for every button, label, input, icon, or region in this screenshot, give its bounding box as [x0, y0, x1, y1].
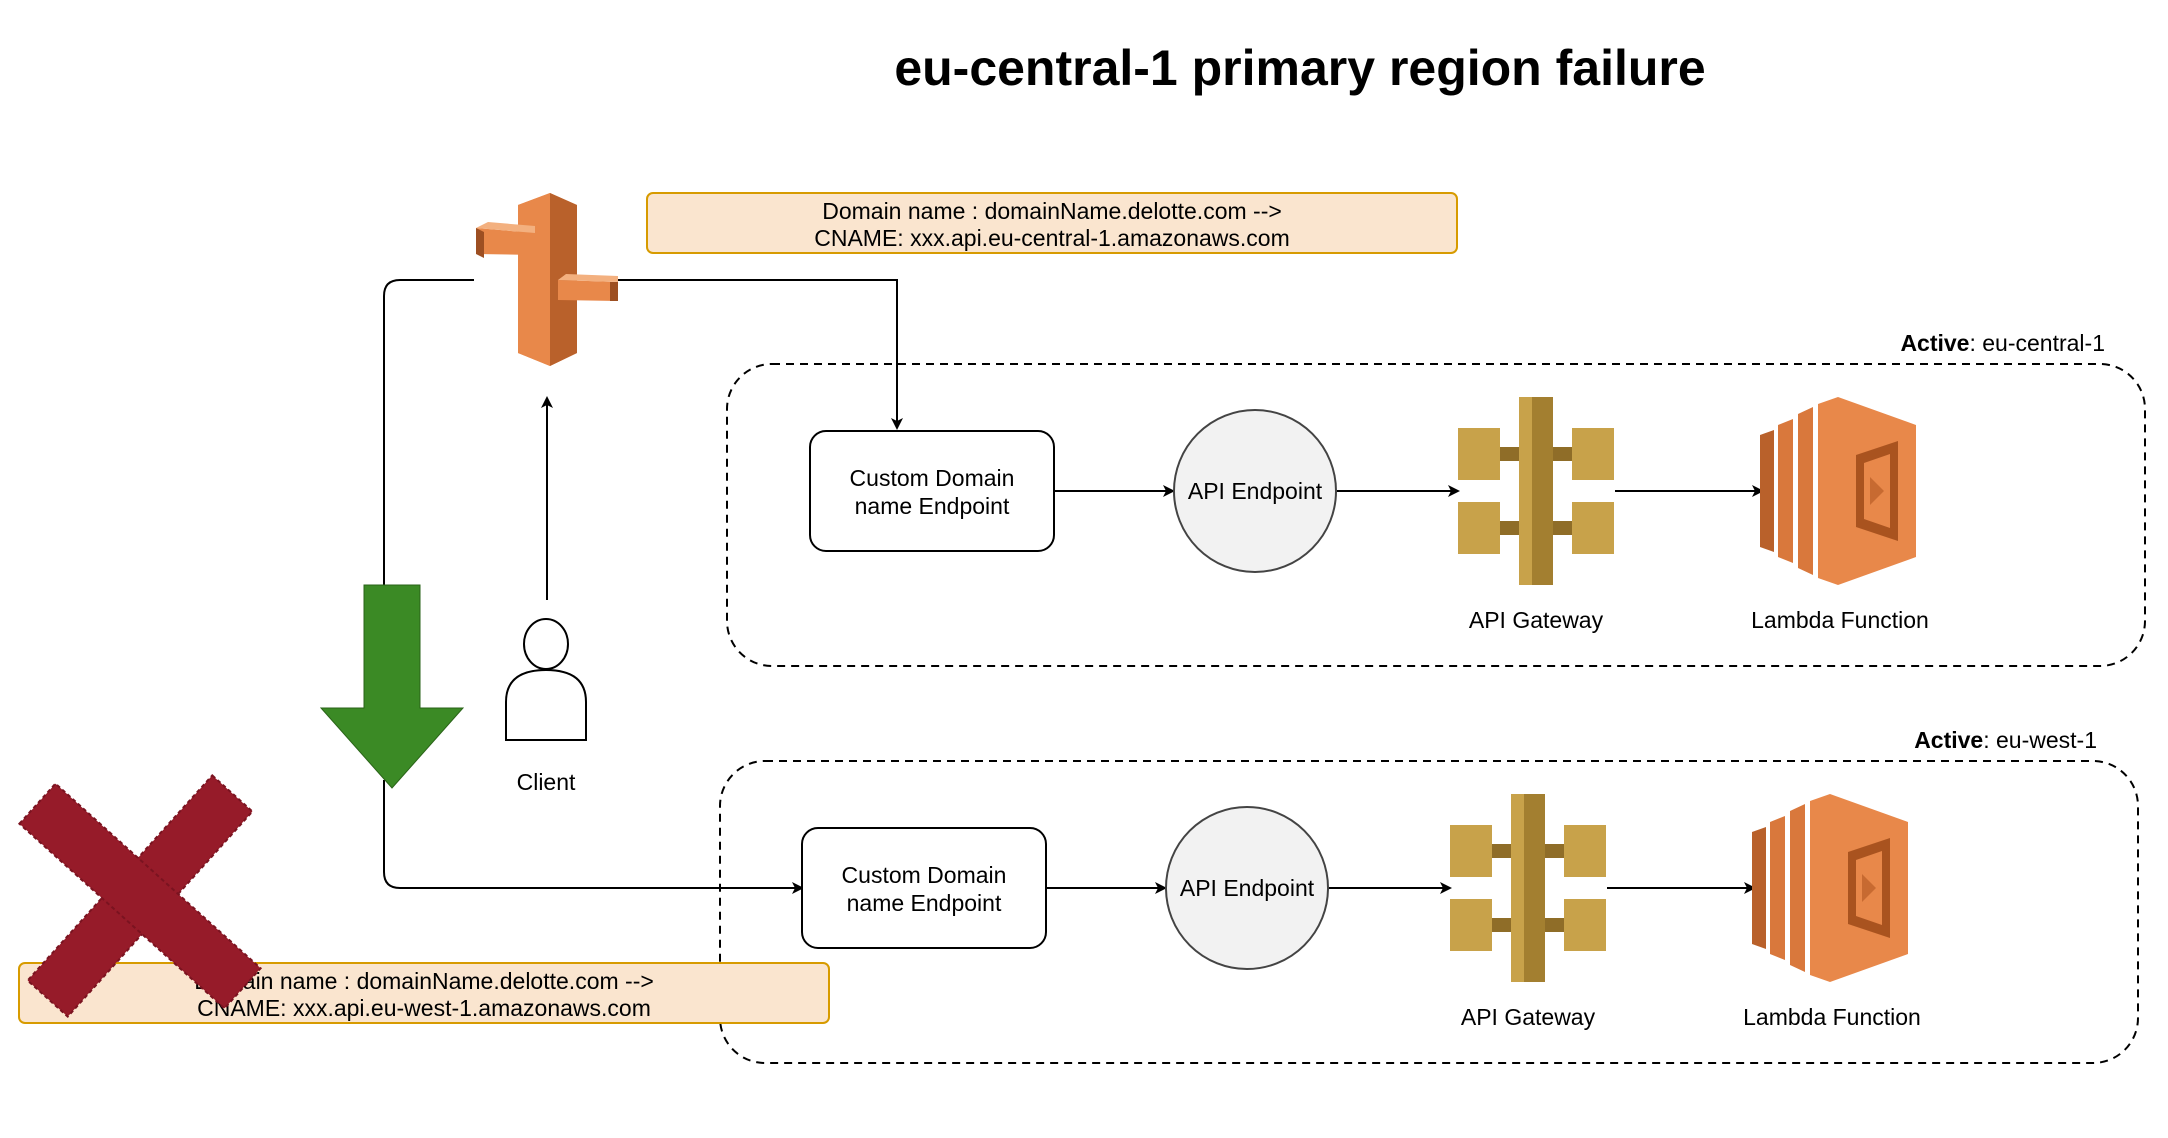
api-gateway-icon — [1450, 794, 1606, 982]
custom-domain-endpoint-2-line1: Custom Domain — [842, 862, 1007, 888]
route53-icon — [476, 193, 618, 366]
region-label-eu-central-1: Active: eu-central-1 — [1900, 330, 2105, 356]
api-endpoint-2-label: API Endpoint — [1180, 875, 1315, 901]
dns-note-failover-line1: Domain name : domainName.delotte.com --> — [194, 968, 654, 994]
client-label: Client — [517, 769, 576, 795]
custom-domain-endpoint-1: Custom Domain name Endpoint — [809, 430, 1055, 552]
api-gateway-icon — [1458, 397, 1614, 585]
custom-domain-endpoint-2: Custom Domain name Endpoint — [801, 827, 1047, 949]
lambda-icon — [1752, 794, 1908, 982]
api-gateway-1-label: API Gateway — [1469, 607, 1604, 633]
custom-domain-endpoint-1-line1: Custom Domain — [850, 465, 1015, 491]
page-title: eu-central-1 primary region failure — [894, 40, 1705, 96]
dns-note-failover: Domain name : domainName.delotte.com -->… — [18, 962, 830, 1024]
region-container-eu-central-1 — [726, 363, 2146, 667]
lambda-2-label: Lambda Function — [1743, 1004, 1921, 1030]
dns-note-primary-line1: Domain name : domainName.delotte.com --> — [822, 198, 1282, 224]
dns-note-primary-line2: CNAME: xxx.api.eu-central-1.amazonaws.co… — [814, 225, 1290, 251]
custom-domain-endpoint-2-line2: name Endpoint — [847, 890, 1002, 916]
connector-failover-to-custom-domain-2 — [383, 780, 804, 894]
api-endpoint-1-label: API Endpoint — [1188, 478, 1323, 504]
user-icon — [505, 618, 587, 741]
failover-arrow-icon — [319, 584, 465, 789]
dns-note-primary: Domain name : domainName.delotte.com -->… — [646, 192, 1458, 254]
api-endpoint-1: API Endpoint — [1173, 409, 1337, 573]
api-endpoint-2: API Endpoint — [1165, 806, 1329, 970]
dns-note-failover-line2: CNAME: xxx.api.eu-west-1.amazonaws.com — [197, 995, 651, 1021]
lambda-1-label: Lambda Function — [1751, 607, 1929, 633]
connector-route53-to-custom-domain-1 — [618, 279, 903, 430]
connector-route53-to-failover — [383, 279, 474, 590]
region-label-eu-west-1: Active: eu-west-1 — [1914, 727, 2097, 753]
lambda-icon — [1760, 397, 1916, 585]
custom-domain-endpoint-1-line2: name Endpoint — [855, 493, 1010, 519]
region-container-eu-west-1 — [719, 760, 2139, 1064]
api-gateway-2-label: API Gateway — [1461, 1004, 1596, 1030]
